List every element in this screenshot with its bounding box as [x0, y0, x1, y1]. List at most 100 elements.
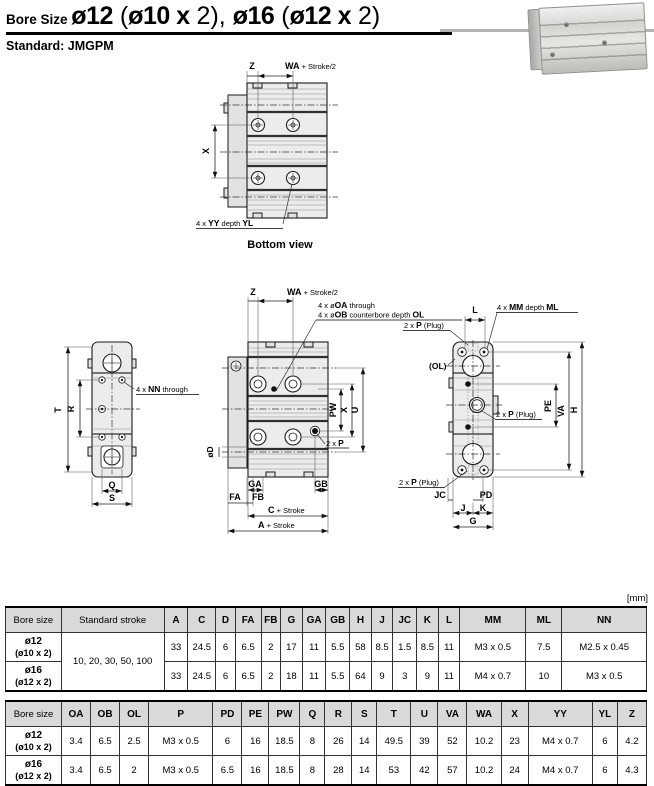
value-cell: 5.5 [325, 661, 351, 692]
value-cell: 6 [591, 726, 618, 756]
bore-line1: ø12 [24, 636, 42, 648]
label-s: S [109, 493, 115, 503]
col-header: S [351, 700, 378, 727]
label-r: R [66, 405, 76, 412]
body-stripes [248, 347, 328, 470]
value-cell: 39 [410, 726, 439, 756]
label-2xp: 2 x P [326, 438, 344, 448]
dimension-table-2-table: Bore size OA OB OL P PD PE PW Q R S T U … [5, 700, 648, 786]
value-cell: M3 x 0.5 [148, 755, 214, 786]
port-dot [465, 424, 471, 430]
value-cell: 23 [500, 726, 529, 756]
table-row: ø16(ø12 x 2) 33 24.5 6 6.5 2 18 11 5.5 6… [5, 661, 647, 692]
label-wa: WA + Stroke/2 [285, 61, 336, 71]
col-header: PE [241, 700, 270, 727]
label-a-stroke: A + Stroke [258, 520, 295, 530]
page-title: Bore Size ø12 (ø10 x 2), ø16 (ø12 x 2) [6, 2, 452, 35]
label-jc: JC [434, 490, 446, 500]
value-cell: 14 [351, 726, 378, 756]
mounting-holes [250, 117, 301, 186]
value-cell: 9 [416, 661, 439, 692]
value-cell: 11 [437, 632, 461, 662]
label-nn-note: 4 x NN through [136, 384, 188, 394]
label-gb: GB [314, 479, 328, 489]
value-cell: 8 [299, 755, 326, 786]
label-ob-note: 4 x øOB counterbore depth OL [318, 310, 424, 320]
col-header: FA [234, 606, 262, 633]
col-header: PW [268, 700, 301, 727]
front-view-drawing: Z WA + Stroke/2 4 x øOA through 4 x øOB … [205, 287, 462, 534]
bore-line2: (ø10 x 2) [15, 741, 52, 752]
label-t: T [53, 407, 63, 413]
dimension-table-1: Bore size Standard stroke A C D FA FB G … [5, 606, 649, 692]
dimension-table-2: Bore size OA OB OL P PD PE PW Q R S T U … [5, 700, 649, 786]
label-fb: FB [252, 492, 264, 502]
screw-dot [602, 40, 607, 45]
value-cell: 6.5 [212, 755, 243, 786]
value-cell: 2.5 [119, 726, 150, 756]
bore-line2: (ø12 x 2) [15, 770, 52, 781]
technical-drawings: Z WA + Stroke/2 X 4 x YY depth YL Bottom… [53, 61, 585, 534]
col-header: R [324, 700, 353, 727]
value-cell: 7.5 [525, 632, 563, 662]
col-header: C [187, 606, 217, 633]
label-u: U [350, 407, 360, 414]
value-cell: 11 [301, 632, 327, 662]
label-q: Q [108, 480, 115, 490]
label-wa: WA + Stroke/2 [287, 287, 338, 297]
title-sep-4: 2) [351, 2, 381, 30]
standard-subtitle: Standard: JMGPM [6, 39, 114, 53]
value-cell: 11 [437, 661, 461, 692]
bottom-view-drawing: Z WA + Stroke/2 X 4 x YY depth YL Bottom… [196, 61, 338, 251]
value-cell: 6 [591, 755, 618, 786]
value-cell: 6.5 [234, 661, 262, 692]
title-bore-1: ø12 [71, 2, 113, 30]
title-sep-3: ( [274, 2, 290, 30]
value-cell: 26 [324, 726, 353, 756]
col-header: OA [60, 700, 92, 727]
value-cell: 28 [324, 755, 353, 786]
value-cell: 16 [241, 726, 270, 756]
col-header: GB [325, 606, 351, 633]
label-x: X [201, 148, 211, 154]
label-pe: PE [543, 400, 553, 412]
label-ol: (OL) [429, 361, 447, 371]
value-cell: M4 x 0.7 [459, 661, 527, 692]
label-od: øD [205, 446, 215, 457]
col-header: T [376, 700, 412, 727]
col-header: OB [90, 700, 121, 727]
col-header: NN [561, 606, 647, 633]
col-header: A [163, 606, 189, 633]
col-header: JC [392, 606, 418, 633]
bottom-view-caption: Bottom view [247, 239, 313, 251]
value-cell: 6.5 [90, 755, 121, 786]
col-header: U [410, 700, 439, 727]
value-cell: 2 [260, 632, 282, 662]
col-header: ML [525, 606, 563, 633]
port-p-hole [312, 428, 318, 434]
col-header: H [349, 606, 372, 633]
value-cell: M4 x 0.7 [527, 726, 593, 756]
col-header: P [148, 700, 214, 727]
value-cell: 10.2 [466, 726, 502, 756]
label-j: J [460, 503, 465, 513]
bore-size-cell: ø12(ø10 x 2) [5, 726, 62, 756]
value-cell: 24 [500, 755, 529, 786]
dimension-table-1-table: Bore size Standard stroke A C D FA FB G … [5, 606, 647, 692]
value-cell: 8.5 [416, 632, 439, 662]
label-z: Z [250, 287, 256, 297]
label-va: VA [556, 405, 566, 417]
value-cell: 24.5 [187, 632, 217, 662]
value-cell: M4 x 0.7 [527, 755, 593, 786]
value-cell: 33 [163, 632, 189, 662]
bore-size-cell: ø12(ø10 x 2) [5, 632, 62, 662]
value-cell: 5.5 [325, 632, 351, 662]
label-x: X [339, 407, 349, 413]
col-header: Bore size [5, 700, 62, 727]
col-header: WA [466, 700, 502, 727]
col-header: PD [212, 700, 243, 727]
value-cell: 4.2 [616, 726, 648, 756]
value-cell: 49.5 [376, 726, 412, 756]
label-pd: PD [480, 490, 493, 500]
title-bore-1b: ø10 x [128, 2, 190, 30]
